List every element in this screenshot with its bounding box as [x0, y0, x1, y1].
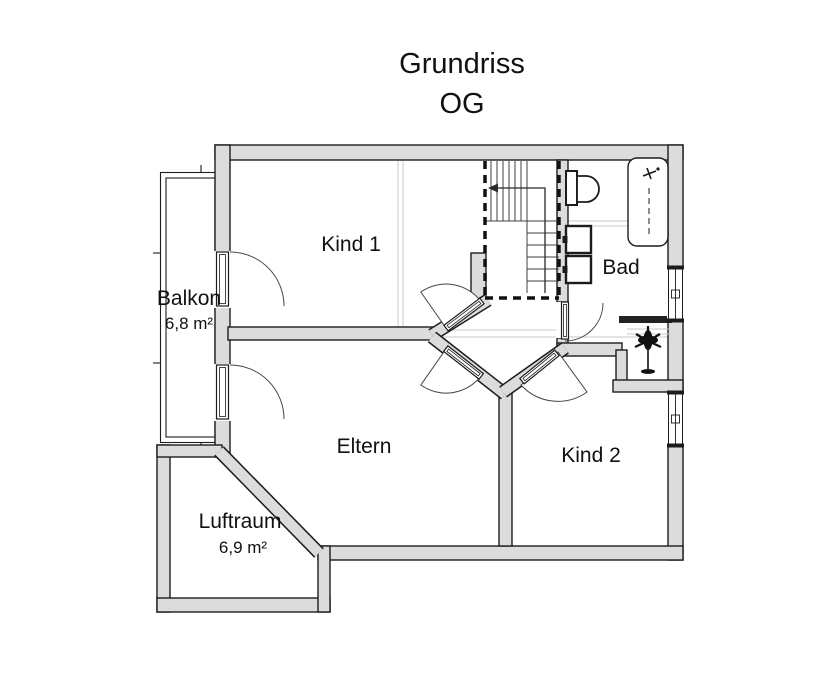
wall-niche-bottom — [612, 379, 684, 393]
room-label-balkon: Balkon — [157, 287, 221, 310]
wall-niche-west — [615, 349, 628, 384]
door-hall-eltern — [420, 345, 485, 394]
wall-kind1-eltern — [227, 326, 437, 341]
wall-niche-top — [619, 316, 672, 323]
bathtub-symbol — [627, 157, 669, 247]
door-hall-kind1 — [420, 283, 485, 332]
plant-symbol — [634, 326, 662, 374]
wall-exterior-right — [667, 144, 684, 561]
door-hall-kind2 — [518, 349, 588, 402]
door-hall-bad — [556, 301, 604, 342]
room-labels: Kind 1 Bad Balkon 6,8 m² Eltern Kind 2 L… — [157, 233, 640, 557]
room-label-kind2: Kind 2 — [561, 444, 621, 467]
wall-exterior-top — [214, 144, 684, 161]
room-area-luftraum: 6,9 m² — [219, 538, 268, 557]
toilet-symbol — [565, 170, 600, 206]
title-line1: Grundriss — [399, 48, 525, 80]
wall-luftraum-bottom — [156, 597, 331, 613]
room-label-luftraum: Luftraum — [199, 510, 282, 533]
plan-title: Grundriss OG — [399, 48, 525, 120]
door-balkon-eltern — [214, 364, 285, 421]
room-label-bad: Bad — [602, 256, 639, 279]
windows — [667, 265, 684, 448]
room-label-eltern: Eltern — [337, 435, 392, 458]
bathroom-fixtures — [562, 157, 669, 285]
title-line2: OG — [439, 88, 484, 120]
door-balkon-kind1 — [214, 251, 285, 308]
wall-luftraum-right — [317, 545, 331, 613]
stairwell-dashed-edge — [483, 161, 561, 300]
wall-exterior-bottom — [317, 545, 684, 561]
double-washbasin-symbol — [562, 224, 593, 285]
window-kind2 — [667, 390, 684, 448]
room-area-balkon: 6,8 m² — [165, 314, 214, 333]
wall-luftraum-left — [156, 444, 171, 613]
window-bad — [667, 265, 684, 323]
staircase — [483, 161, 561, 300]
room-label-kind1: Kind 1 — [321, 233, 381, 256]
wall-eltern-kind2 — [498, 387, 513, 547]
doors — [214, 251, 604, 421]
wall-luftraum-top — [156, 444, 223, 458]
stair-direction-arrow — [488, 183, 546, 293]
